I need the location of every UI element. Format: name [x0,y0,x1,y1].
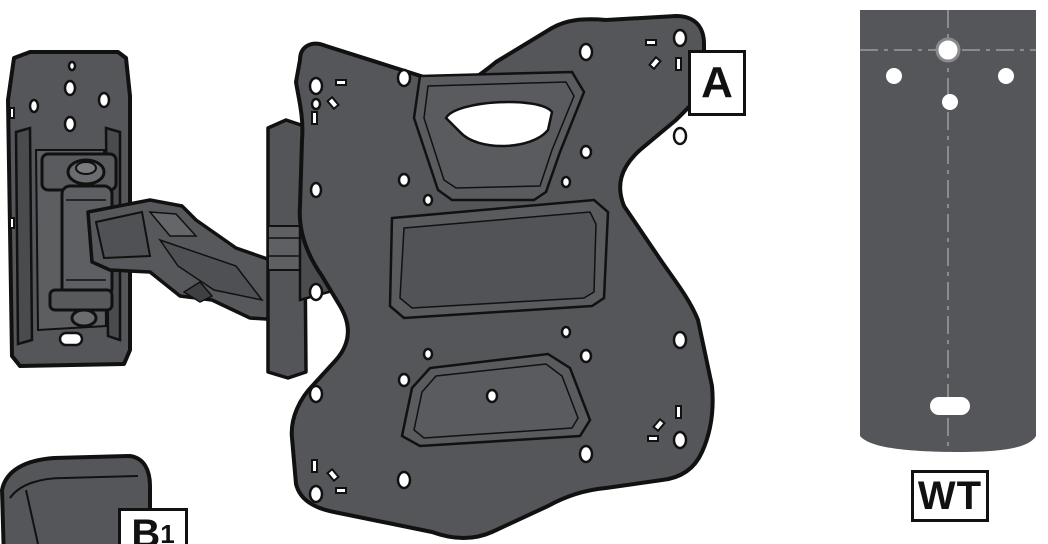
part-label-wt-text: WT [917,473,983,518]
part-label-b1-text: B [131,511,161,544]
wall-template [860,10,1036,452]
tv-plate [289,14,715,540]
part-label-b1-subscript: 1 [160,518,175,544]
part-label-a: A [688,50,746,116]
swing-arm [86,198,284,322]
part-label-wt: WT [911,470,989,522]
part-label-a-text: A [701,58,733,107]
part-b1 [0,454,152,544]
